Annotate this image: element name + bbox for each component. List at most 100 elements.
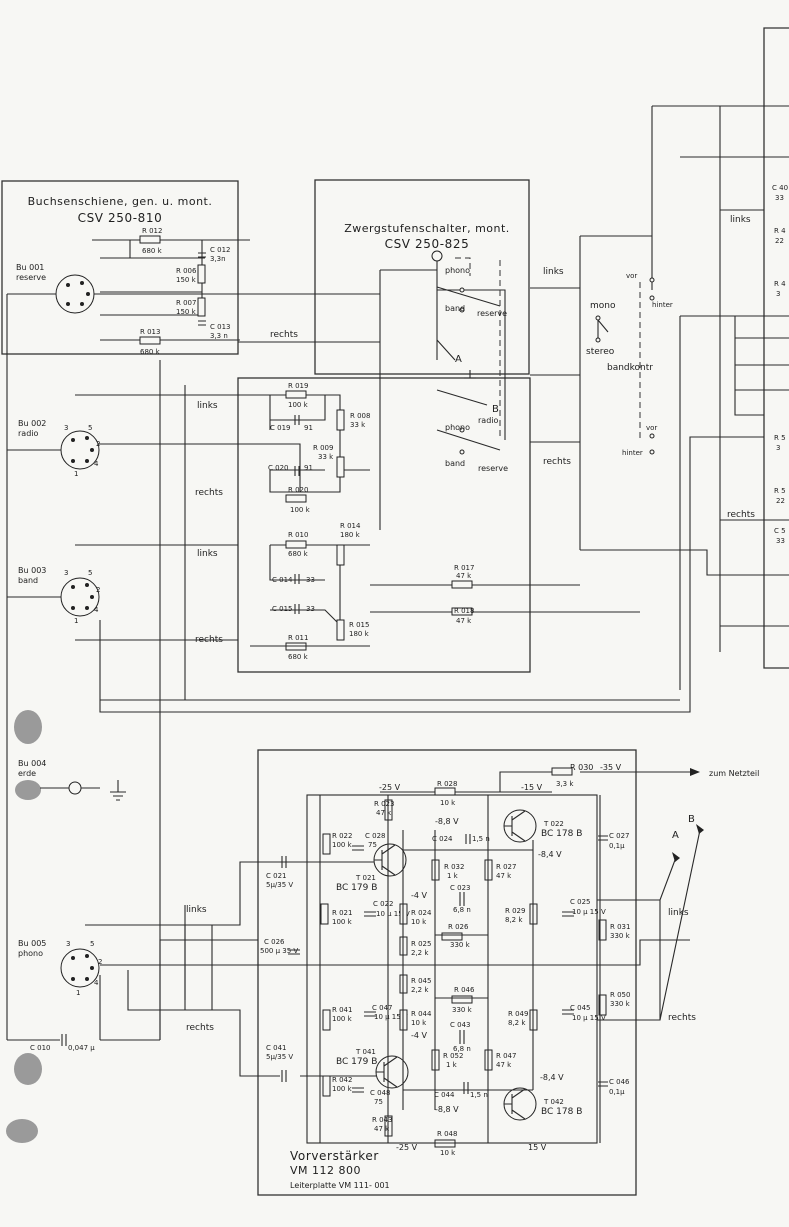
r021-resistor <box>320 903 329 925</box>
bu003-pin5: 5 <box>88 569 92 577</box>
r026-resistor <box>441 932 463 941</box>
right-fragment-10: 22 <box>776 497 785 505</box>
bu003-name: Bu 003 <box>18 566 46 575</box>
bu002-label: radio <box>18 429 38 438</box>
c041-value: 5µ/35 V <box>266 1053 293 1061</box>
r009-resistor <box>336 456 345 478</box>
r012-value: 680 k <box>142 247 163 255</box>
r020-value: 100 k <box>290 506 311 514</box>
buchsen-rechts-label: rechts <box>270 330 298 340</box>
r009-value: 33 k <box>318 453 334 461</box>
r050-name: R 050 <box>610 991 630 999</box>
r020-name: R 020 <box>288 486 308 494</box>
t042-type: BC 178 B <box>541 1107 582 1117</box>
right-fragment-6: 3 <box>776 290 780 298</box>
r030-name: R 030 <box>570 763 593 772</box>
c025-value: 10 µ 15 V <box>572 908 606 916</box>
r015-value: 180 k <box>349 630 370 638</box>
bu002-pin3: 3 <box>64 424 68 432</box>
r041-resistor <box>322 1009 331 1031</box>
c014-value: 33 <box>306 576 315 584</box>
r013-value: 680 k <box>140 348 161 356</box>
c044-name: C 044 <box>434 1091 455 1099</box>
switch-marker-b: B <box>492 404 499 415</box>
socket-bu001: Bu 001 reserve <box>16 263 95 314</box>
switch-phono-2: phono <box>445 423 470 432</box>
c023-name: C 023 <box>450 884 470 892</box>
r007-resistor <box>197 297 206 317</box>
r042-resistor <box>322 1075 331 1097</box>
c026-name: C 026 <box>264 938 285 946</box>
voltage-2: -8,4 V <box>538 850 562 859</box>
filter-network: R 019 100 k C 019 91 R 008 33 k R 009 33… <box>195 382 640 661</box>
r018-value: 47 k <box>456 617 472 625</box>
c015-value: 33 <box>306 605 315 613</box>
c021-name: C 021 <box>266 872 286 880</box>
bu003-pin1: 1 <box>74 617 78 625</box>
r027-value: 47 k <box>496 872 512 880</box>
r027-name: R 027 <box>496 863 516 871</box>
r044-name: R 044 <box>411 1010 432 1018</box>
output-links-label: links <box>668 908 689 918</box>
c025-name: C 025 <box>570 898 590 906</box>
r024-name: R 024 <box>411 909 432 917</box>
right-module-edge <box>763 27 789 669</box>
r052-value: 1 k <box>446 1061 458 1069</box>
r014-name: R 014 <box>340 522 361 530</box>
c043-value: 6,8 n <box>453 1045 471 1053</box>
t021-type: BC 179 B <box>336 883 377 893</box>
bandkontr-label: bandkontr <box>607 363 653 373</box>
r031-name: R 031 <box>610 923 630 931</box>
r046-name: R 046 <box>454 986 475 994</box>
r013-resistor <box>139 336 161 345</box>
r008-resistor <box>336 409 345 431</box>
t022-name: T 022 <box>543 820 564 828</box>
r017-value: 47 k <box>456 572 472 580</box>
voltage-5: -8,4 V <box>540 1073 564 1082</box>
output-marker-b: B <box>688 814 695 825</box>
c047-value: 10 µ 15 V <box>374 1013 408 1021</box>
radio-rechts-label: rechts <box>195 488 223 498</box>
c021-value: 5µ/35 V <box>266 881 293 889</box>
socket-bu002: Bu 002 radio 3 5 2 4 1 <box>18 419 100 478</box>
r048-value: 10 k <box>440 1149 456 1157</box>
right-fragment-4: 22 <box>775 237 784 245</box>
r050-resistor <box>598 994 607 1016</box>
r045-value: 2,2 k <box>411 986 429 994</box>
stereo-label: stereo <box>586 347 615 357</box>
r010-resistor <box>285 540 307 549</box>
r043-value: 47 k <box>374 1125 390 1133</box>
c026-value: 500 µ 35 V <box>260 947 298 955</box>
to-psu-label: zum Netzteil <box>709 769 759 778</box>
c020-name: C 020 <box>268 464 288 472</box>
c015-name: C 015 <box>272 605 292 613</box>
r029-value: 8,2 k <box>505 916 523 924</box>
bu002-pin4: 4 <box>94 460 99 468</box>
bu003-pin3: 3 <box>64 569 68 577</box>
c010-name: C 010 <box>30 1044 50 1052</box>
filter-network-box <box>237 377 531 673</box>
r015-name: R 015 <box>349 621 369 629</box>
r030-resistor <box>551 767 573 776</box>
supply-minus25-top: -25 V <box>379 783 401 792</box>
t041-name: T 041 <box>355 1048 376 1056</box>
switch-rechts-label: rechts <box>543 457 571 467</box>
c024-value: 1,5 n <box>472 835 490 843</box>
buchsenschiene-network: R 012 680 k C 012 3,3n R 006 150 k R 007… <box>92 227 298 356</box>
c044-value: 1,5 n <box>470 1091 488 1099</box>
bu002-pin2: 2 <box>96 440 100 448</box>
r028-resistor <box>434 787 456 796</box>
r006-value: 150 k <box>176 276 197 284</box>
c022-capacitor <box>364 911 376 917</box>
t041-type: BC 179 B <box>336 1057 377 1067</box>
c041-capacitor <box>281 1070 287 1082</box>
r012-name: R 012 <box>142 227 162 235</box>
bu002-pin1: 1 <box>74 470 78 478</box>
right-fragment-2: 33 <box>775 194 784 202</box>
r019-resistor <box>285 390 307 399</box>
c045-name: C 045 <box>570 1004 590 1012</box>
c028-capacitor <box>352 845 364 851</box>
bu005-label: phono <box>18 949 43 958</box>
bu005-pin4: 4 <box>94 979 99 987</box>
buchsenschiene-box <box>1 180 239 355</box>
